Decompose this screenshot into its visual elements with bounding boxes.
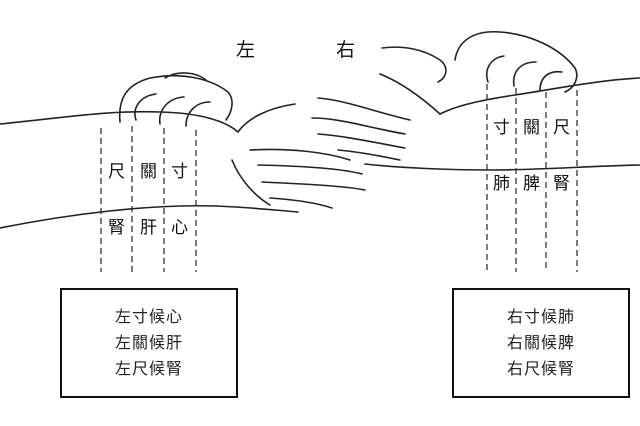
- left-palm: [237, 103, 296, 133]
- right-forearm-lower: [364, 163, 640, 171]
- right-description-box: 右寸候肺 右關候脾 右尺候腎: [452, 288, 630, 398]
- right-side-label: 右: [336, 39, 356, 61]
- left-side-label: 左: [236, 39, 256, 61]
- right-thumb: [381, 46, 447, 83]
- left-finger-2: [257, 164, 363, 175]
- right-spleen-label: 脾: [523, 174, 540, 194]
- right-chi-label: 尺: [553, 118, 570, 138]
- right-finger-2: [311, 117, 406, 135]
- left-forearm: [0, 110, 239, 133]
- left-cun-label: 寸: [171, 162, 188, 182]
- right-finger-3: [317, 133, 406, 149]
- left-box-line: 左寸候心: [114, 307, 183, 326]
- left-finger-3: [261, 181, 366, 191]
- right-box-line: 右寸候肺: [506, 307, 575, 326]
- left-box-line: 左尺候腎: [114, 359, 183, 378]
- left-thumb: [231, 159, 271, 206]
- left-box-line: 左關候肝: [114, 333, 183, 352]
- right-guan-label: 關: [523, 118, 540, 138]
- right-examiner-hand: [454, 30, 578, 93]
- left-kidney-label: 腎: [108, 218, 125, 238]
- right-cun-label: 寸: [493, 118, 510, 138]
- left-guan-label: 關: [140, 162, 157, 182]
- right-lung-label: 肺: [493, 174, 510, 194]
- left-finger-4: [269, 197, 333, 209]
- left-finger-1: [249, 148, 351, 161]
- left-heart-label: 心: [171, 218, 188, 238]
- right-finger-4: [337, 149, 401, 161]
- left-chi-label: 尺: [108, 162, 125, 182]
- right-forearm: [439, 77, 640, 115]
- left-examiner-hand: [118, 74, 233, 123]
- left-forearm-lower: [0, 204, 299, 229]
- left-liver-label: 肝: [140, 218, 157, 238]
- right-kidney-label: 腎: [553, 174, 570, 194]
- right-finger-1: [317, 97, 411, 121]
- right-box-line: 右關候脾: [506, 333, 575, 352]
- right-palm: [379, 73, 441, 115]
- left-description-box: 左寸候心 左關候肝 左尺候腎: [60, 288, 238, 398]
- right-box-line: 右尺候腎: [506, 359, 575, 378]
